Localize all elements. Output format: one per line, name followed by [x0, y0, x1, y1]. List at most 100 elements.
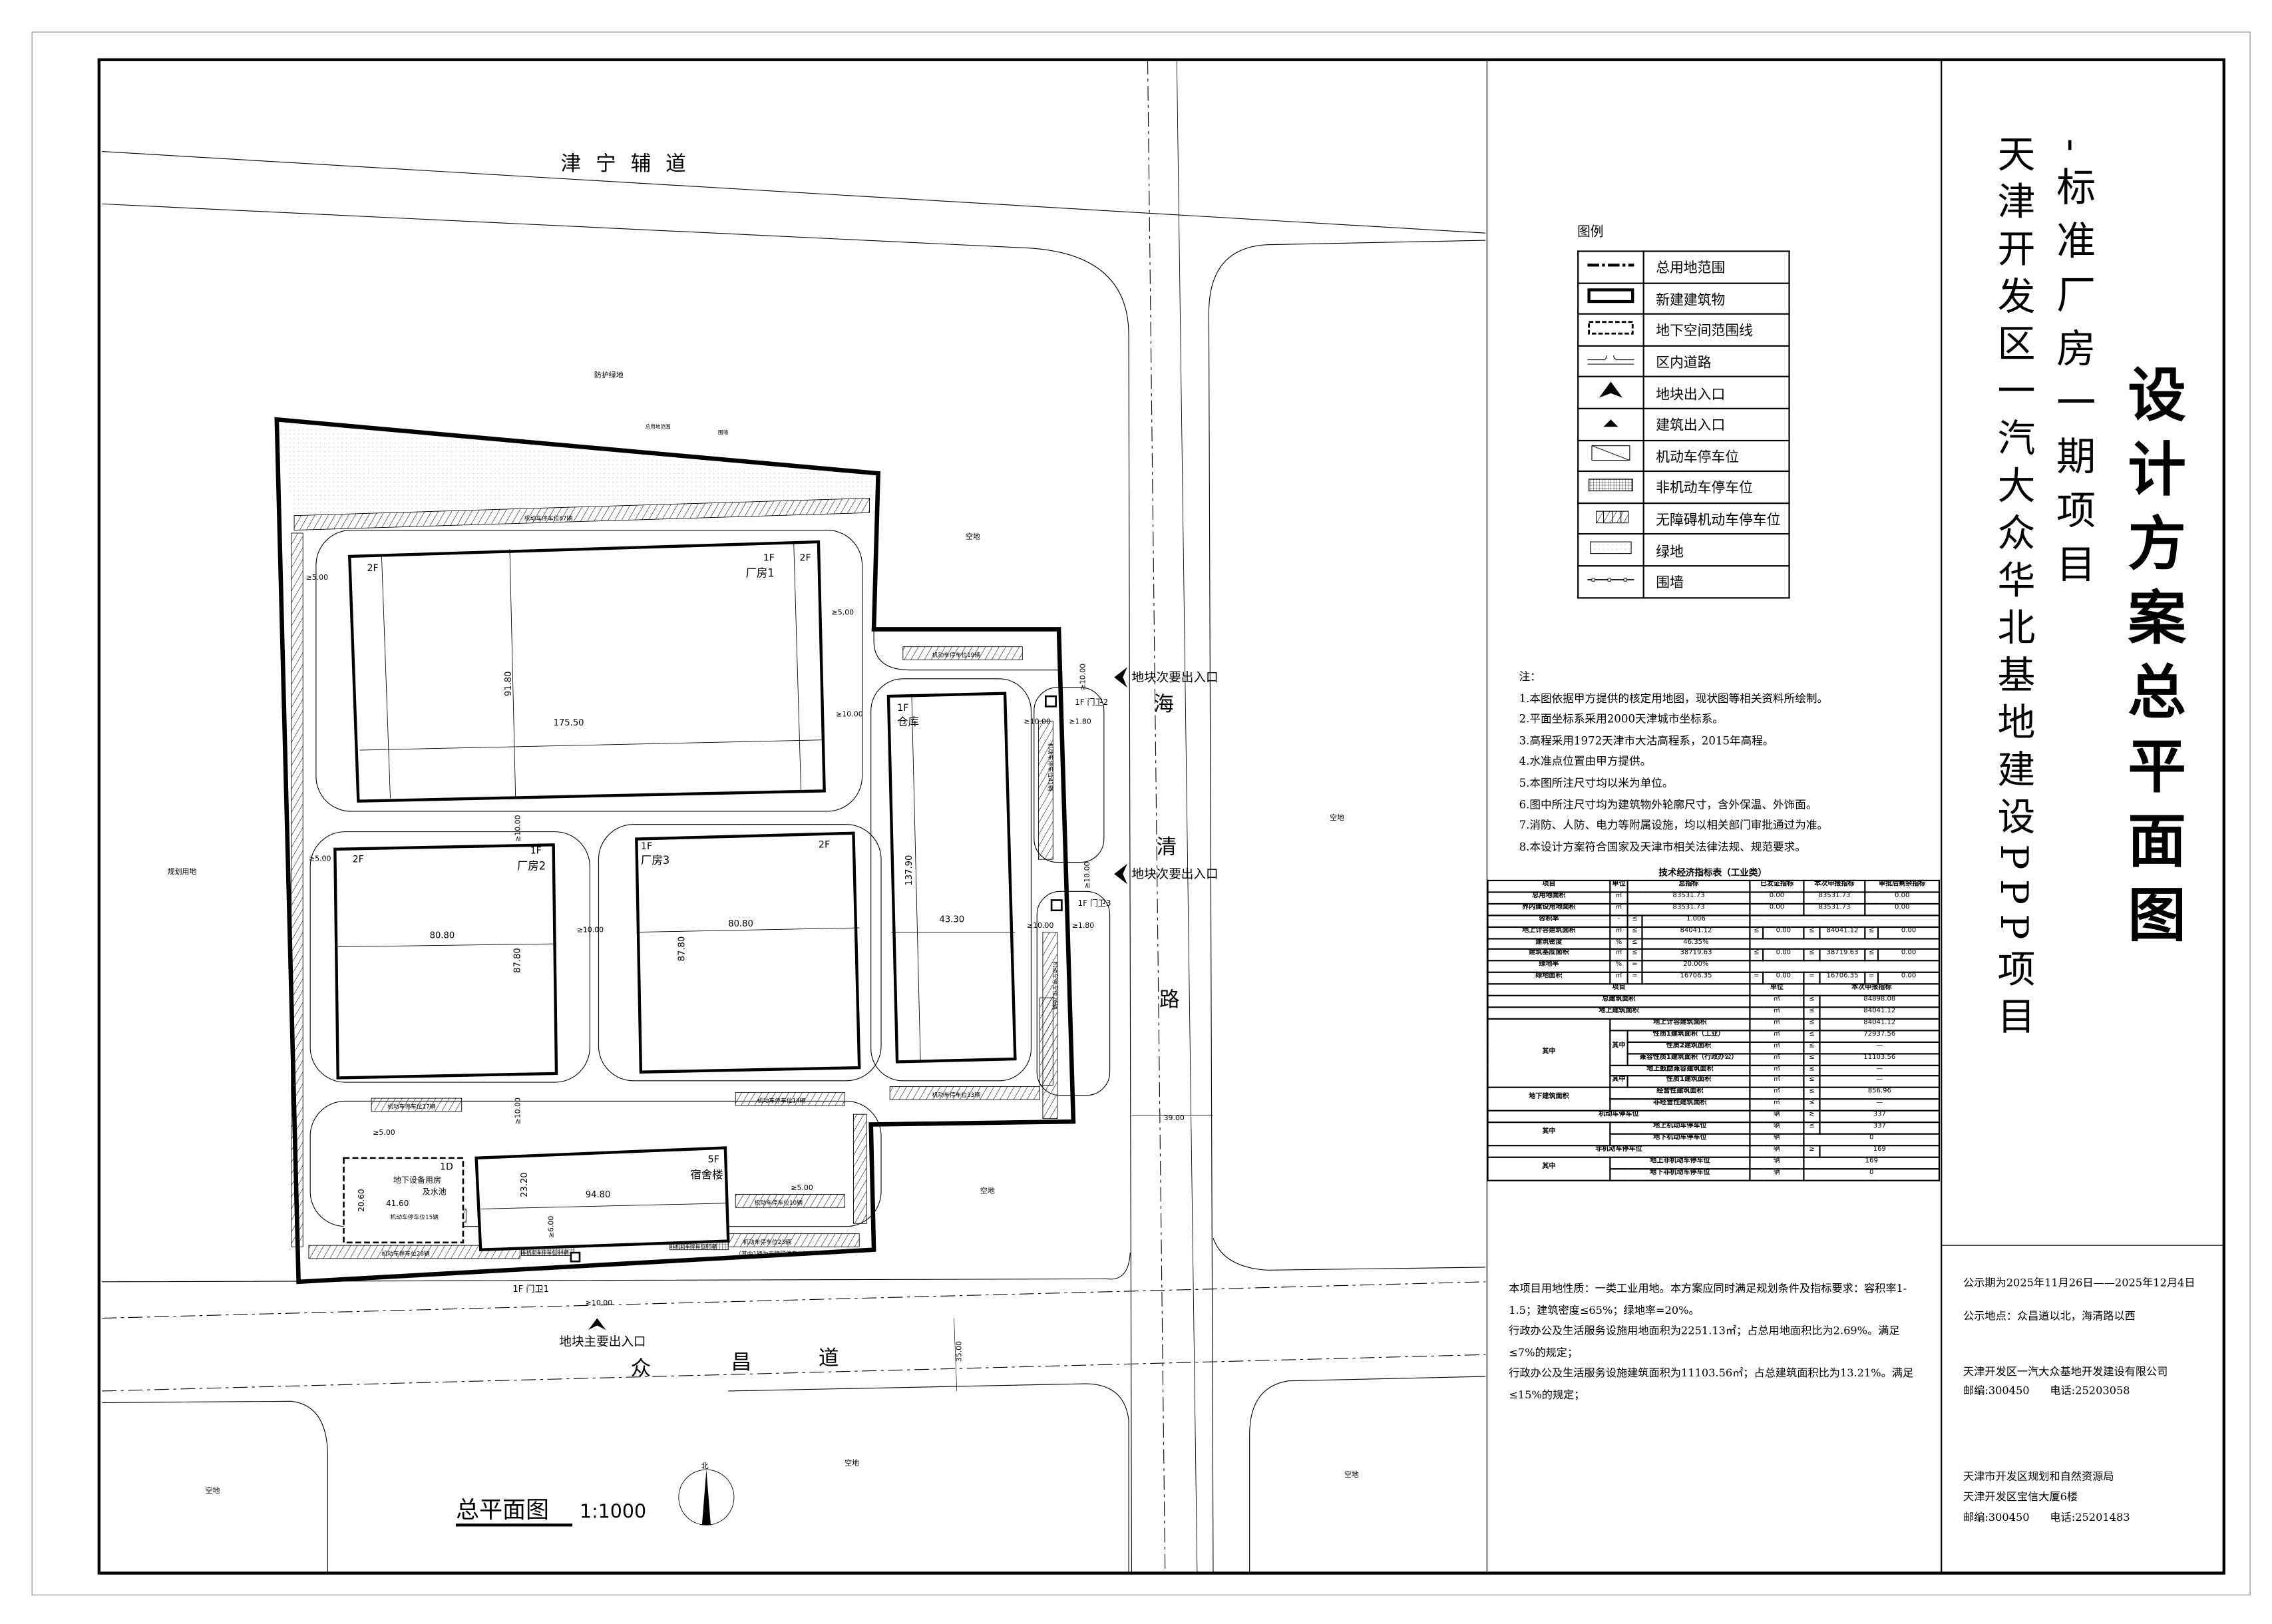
parking-note: （其中1辆为无障碍停车位） [735, 1249, 809, 1257]
dimension-label: ≥10.00 [1083, 861, 1091, 889]
table-cell: 20.00% [1641, 960, 1751, 974]
floor-label: 1D [440, 1161, 453, 1172]
plan-caption: 总平面图 [456, 1497, 549, 1523]
note-line: 3.高程采用1972天津市大沽高程系，2015年高程。 [1519, 733, 1774, 747]
legend-table: 总用地范围 新建建筑物 地下空间范围线 区内道路 地块出入口 建筑出入口 机动车… [1577, 250, 1790, 598]
table-cell: 辆 [1749, 1121, 1805, 1135]
gate-2 [1045, 695, 1057, 708]
table-cell: ≤ [1626, 914, 1643, 928]
publicity-location: 公示地点：众昌道以北，海清路以西 [1963, 1309, 2136, 1323]
table-row: 机动车停车位辆≥337 [1487, 1110, 1941, 1123]
gate-2-label: 1F 门卫2 [1075, 697, 1108, 707]
parking-label: 机动车停车位87辆 [524, 514, 573, 522]
notes-heading: 注： [1519, 670, 1541, 684]
planned-land-label: 规划用地 [168, 867, 197, 876]
table-cell: ≤ [1803, 1006, 1821, 1020]
boundary-tag: 总用地范围 [645, 423, 671, 429]
project-title-line-2: -标准厂房一期项目 [2049, 138, 2095, 598]
table-row: 兼容性质1建筑面积（行政办公）㎡≤11103.56 [1488, 1052, 1941, 1066]
table-cell: 辆 [1749, 1156, 1805, 1169]
legend-row: 地块出入口 [1577, 376, 1790, 409]
gate-3 [1050, 899, 1063, 912]
dimension-label: ≥1.80 [1069, 717, 1091, 726]
table-cell: — [1819, 1075, 1941, 1089]
secondary-entrance-label: 地块次要出入口 [1131, 868, 1218, 882]
parking-label: 机动车停车位19辆 [932, 651, 981, 659]
table-cell: 11103.56 [1819, 1052, 1941, 1066]
table-cell: - [1609, 914, 1628, 928]
parking-strip-south-east [852, 1114, 867, 1224]
legend-label: 总用地范围 [1642, 250, 1790, 284]
bike-parking-icon [1588, 479, 1633, 492]
bike-parking-label: 非机动车停车位85辆 [670, 1243, 717, 1250]
parking-label: 机动车停车位33辆 [932, 1091, 981, 1099]
road-name-south-2: 昌 [731, 1351, 752, 1374]
table-cell: ≥ [1803, 1110, 1821, 1123]
dimension-lines [337, 543, 1016, 1209]
note-line: 4.水准点位置由甲方提供。 [1519, 755, 1652, 769]
table-cell: 地上非机动车停车位 [1609, 1156, 1751, 1169]
table-cell: 其中 [1487, 1121, 1611, 1146]
floor-label: 2F [367, 563, 378, 574]
table-cell: ≥ [1803, 1144, 1821, 1158]
table-cell: 0.00 [1762, 972, 1805, 985]
table-cell: ≤ [1803, 1018, 1821, 1031]
table-cell: 其中 [1487, 1156, 1611, 1181]
dimension-label: 87.80 [677, 936, 687, 962]
tech-table-title: 技术经济指标表（工业类） [1658, 868, 1767, 879]
table-cell: = [1626, 960, 1643, 974]
table-cell: 已发证指标 [1749, 879, 1805, 893]
floor-label: 1F [763, 553, 775, 564]
authority-name: 天津市开发区规划和自然资源局 [1963, 1470, 2114, 1483]
table-cell: 界内建设用地面积 [1487, 903, 1611, 916]
factory-2-outline [333, 843, 558, 1080]
gate-1-label: 1F 门卫1 [512, 1284, 549, 1295]
parking-label: 机动车停车位15辆 [391, 1213, 439, 1221]
table-cell: 地上建筑面积 [1487, 1006, 1751, 1020]
table-cell: ≤ [1803, 1052, 1821, 1066]
tech-economic-table: 技术经济指标表（工业类） 项目单位总指标已发证指标本次申报指标审批后剩余指标总用… [1487, 868, 1941, 1181]
north-arrow-icon [678, 1469, 735, 1525]
legend-label: 地块出入口 [1642, 376, 1790, 409]
dimension-label: ≥5.00 [791, 1183, 813, 1192]
table-cell: 0.00 [1864, 903, 1941, 916]
note-line: 1.本图依据甲方提供的核定用地图，现状图等相关资料所绘制。 [1519, 691, 1829, 705]
table-cell: 性质2建筑面积 [1626, 1041, 1751, 1054]
table-cell: ㎡ [1609, 891, 1628, 905]
table-cell: 容积率 [1487, 914, 1611, 928]
bike-parking-label: 非机动车停车位84辆 [521, 1249, 568, 1255]
warehouse-outline [886, 692, 1017, 1064]
legend-label: 地下空间范围线 [1642, 313, 1790, 347]
green-area-icon [1590, 541, 1632, 554]
table-cell: 38719.63 [1819, 948, 1866, 962]
vacant-label: 空地 [1330, 813, 1344, 822]
table-cell: ≤ [1803, 1029, 1821, 1043]
entrance-arrows [588, 667, 1127, 1330]
table-cell: ㎡ [1749, 1041, 1805, 1054]
table-cell: 337 [1819, 1121, 1941, 1135]
legend-row: 总用地范围 [1577, 250, 1790, 284]
table-cell: ≤ [1803, 926, 1821, 939]
dimension-label: ≥5.00 [832, 608, 854, 617]
dimension-label: 23.20 [520, 1172, 530, 1197]
table-row: 其中性质1建筑面积（工业）㎡≤72937.56 [1488, 1029, 1941, 1066]
table-cell: 0 [1803, 1167, 1941, 1181]
parking-strip-33 [889, 1086, 1040, 1100]
floor-label: 2F [799, 553, 811, 564]
dimension-label: 43.30 [940, 914, 965, 924]
table-cell: 建筑密度 [1487, 937, 1611, 950]
table-cell: — [1819, 1041, 1941, 1054]
table-cell: 经营性建筑面积 [1609, 1087, 1751, 1100]
design-notes: 注： 1.本图依据甲方提供的核定用地图，现状图等相关资料所绘制。 2.平面坐标系… [1519, 667, 1829, 858]
table-cell: ≤ [1749, 926, 1764, 939]
legend-label: 绿地 [1642, 533, 1790, 567]
legend-label: 新建建筑物 [1642, 282, 1790, 315]
